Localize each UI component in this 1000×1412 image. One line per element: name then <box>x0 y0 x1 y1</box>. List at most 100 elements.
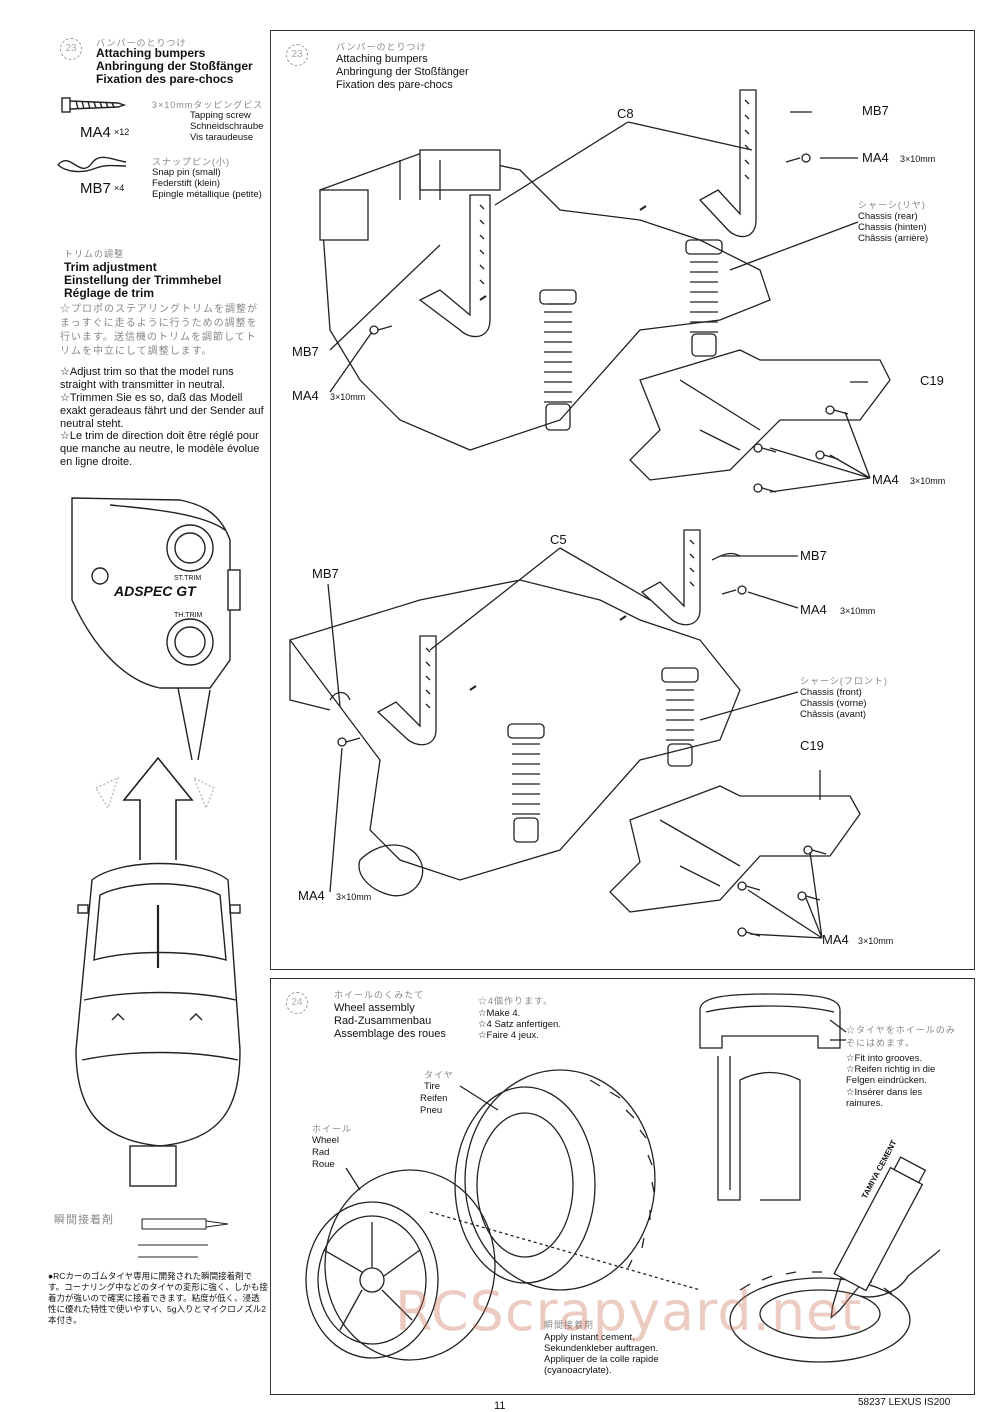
ma4-de: Schneidschraube <box>190 121 264 132</box>
tire-en: Tire <box>424 1081 441 1092</box>
ma4-jp: 3×10mmタッピングビス <box>152 100 264 110</box>
groove-jp: ☆タイヤをホイールのみぞにはめます。 <box>846 1025 956 1048</box>
cement-jp: 瞬間接着剤 <box>544 1320 595 1330</box>
tire-fr: Pneu <box>420 1105 443 1116</box>
bumpers-en-heading: Attaching bumpers <box>96 46 206 60</box>
bumpers-jp-heading: バンパーのとりつけ <box>96 38 187 48</box>
front-ma4-bottom-label: MA4 <box>822 932 849 947</box>
front-hub <box>358 844 424 897</box>
rear-bumper-c19 <box>629 349 891 481</box>
wheel-assembly-panel <box>270 978 975 1395</box>
rear-left-body-mount <box>418 194 491 338</box>
rim-cross-section <box>699 993 846 1201</box>
wheel-fr-label: Roue <box>312 1159 335 1170</box>
wheel-de-label: Rad <box>312 1147 330 1158</box>
front-right-shock <box>661 667 699 767</box>
front-right-body-mount <box>640 529 701 626</box>
tire-cement-drawing <box>729 1156 941 1363</box>
trim-jp-heading: トリムの調整 <box>64 249 125 259</box>
trim-fr-heading: Réglage de trim <box>64 286 155 300</box>
rear-ma4-bottom-dim: 3×10mm <box>910 476 946 486</box>
front-ma4-top-dim: 3×10mm <box>840 606 876 616</box>
rear-ma4-bottom-label: MA4 <box>872 472 899 487</box>
tire-drawing <box>454 1069 656 1291</box>
rear-fr-heading: Fixation des pare-chocs <box>336 79 453 91</box>
front-ma4-left-dim: 3×10mm <box>336 892 372 902</box>
transmitter-body <box>71 497 231 689</box>
tapping-screw-icon <box>61 97 127 113</box>
rear-chassis-de: Chassis (hinten) <box>858 222 927 233</box>
rear-ma4-left-label: MA4 <box>292 388 319 403</box>
trim-en-heading: Trim adjustment <box>64 260 157 274</box>
wheel-en-label: Wheel <box>312 1135 339 1146</box>
rear-right-shock <box>685 239 723 357</box>
trim-jp-body: ☆プロポのステアリングトリムを調整がまっすぐに走るように行うための調整を行います… <box>60 304 258 357</box>
make-fr: ☆Faire 4 jeux. <box>478 1030 539 1041</box>
cement-de: Sekundenkleber auftragen. <box>544 1343 659 1354</box>
front-left-body-mount <box>376 635 437 746</box>
rear-step-badge: 23 <box>286 44 308 66</box>
rear-ma4-left-dim: 3×10mm <box>330 392 366 402</box>
rear-screws <box>369 153 849 493</box>
wheel-fr-heading: Assemblage des roues <box>334 1028 446 1040</box>
rear-ma4-top-dim: 3×10mm <box>900 154 936 164</box>
rear-chassis-jp: シャーシ(リヤ) <box>858 200 926 210</box>
cement-en: Apply instant cement. <box>544 1332 635 1343</box>
front-left-shock <box>507 723 545 843</box>
rear-chassis-outline <box>319 149 771 451</box>
mb7-jp: スナップピン(小) <box>152 157 230 167</box>
front-ma4-left-label: MA4 <box>298 888 325 903</box>
make-jp: ☆4個作ります。 <box>478 996 554 1006</box>
bumpers-fr-heading: Fixation des pare-chocs <box>96 72 234 86</box>
front-bumper-c19 <box>609 785 861 913</box>
trim-fr-body: ☆Le trim de direction doit être réglé po… <box>60 430 260 468</box>
rear-bumper-panel <box>270 30 975 527</box>
rear-right-body-mount <box>698 89 757 238</box>
wheel-en-heading: Wheel assembly <box>334 1002 415 1014</box>
front-chassis-jp: シャーシ(フロント) <box>800 676 888 686</box>
wheel-jp-label: ホイール <box>312 1124 353 1134</box>
front-screws <box>337 585 827 937</box>
ma4-qty: ×12 <box>114 127 130 137</box>
front-ma4-top-label: MA4 <box>800 602 827 617</box>
front-chassis-en: Chassis (front) <box>800 687 862 698</box>
step-number-badge: 23 <box>60 38 82 60</box>
rear-chassis-fr: Châssis (arrière) <box>858 233 929 244</box>
front-chassis-de: Chassis (vorne) <box>800 698 867 709</box>
rear-mb7-top-label: MB7 <box>862 103 889 118</box>
front-ma4-bottom-dim: 3×10mm <box>858 936 894 946</box>
page-number: 11 <box>494 1400 506 1412</box>
mb7-code: MB7 <box>80 180 111 197</box>
rear-ma4-top-label: MA4 <box>862 150 889 165</box>
wheel-jp-heading: ホイールのくみたて <box>334 990 425 1000</box>
car-body-top <box>75 862 241 1147</box>
wheel-step-badge: 24 <box>286 992 308 1014</box>
ma4-code: MA4 <box>80 124 111 141</box>
watermark: RCScrapyard.net <box>395 1280 863 1343</box>
trim-en-body: ☆Adjust trim so that the model runs stra… <box>60 366 234 391</box>
footer-model: 58237 LEXUS IS200 <box>858 1397 951 1408</box>
th-trim-label: TH.TRIM <box>174 612 203 619</box>
rear-left-shock <box>539 289 577 431</box>
front-c5-label: C5 <box>550 532 567 547</box>
ma4-fr: Vis taraudeuse <box>190 132 254 143</box>
cement-note-box: 瞬間接着剤 ●RCカーのゴムタイヤ専用に開発された瞬間接着剤です。コーナリング中… <box>48 1205 268 1325</box>
mb7-en: Snap pin (small) <box>152 167 221 178</box>
st-trim-label: ST.TRIM <box>174 575 202 582</box>
groove-fr: ☆Insérer dans les rainures. <box>846 1087 923 1109</box>
trim-de-body: ☆Trimmen Sie es so, daß das Modell exakt… <box>60 392 264 430</box>
front-mb7-left-label: MB7 <box>312 566 339 581</box>
front-bumper-panel <box>270 527 975 970</box>
snap-pin-icon <box>57 156 127 173</box>
cement-note-jp-title: 瞬間接着剤 <box>54 1214 114 1226</box>
make-de: ☆4 Satz anfertigen. <box>478 1019 561 1030</box>
groove-en: ☆Fit into grooves. <box>846 1053 923 1064</box>
front-mb7-top-label: MB7 <box>800 548 827 563</box>
make-en: ☆Make 4. <box>478 1008 521 1019</box>
rear-de-heading: Anbringung der Stoßfänger <box>336 66 469 78</box>
mb7-de: Federstift (klein) <box>152 178 221 189</box>
bumpers-de-heading: Anbringung der Stoßfänger <box>96 59 253 73</box>
